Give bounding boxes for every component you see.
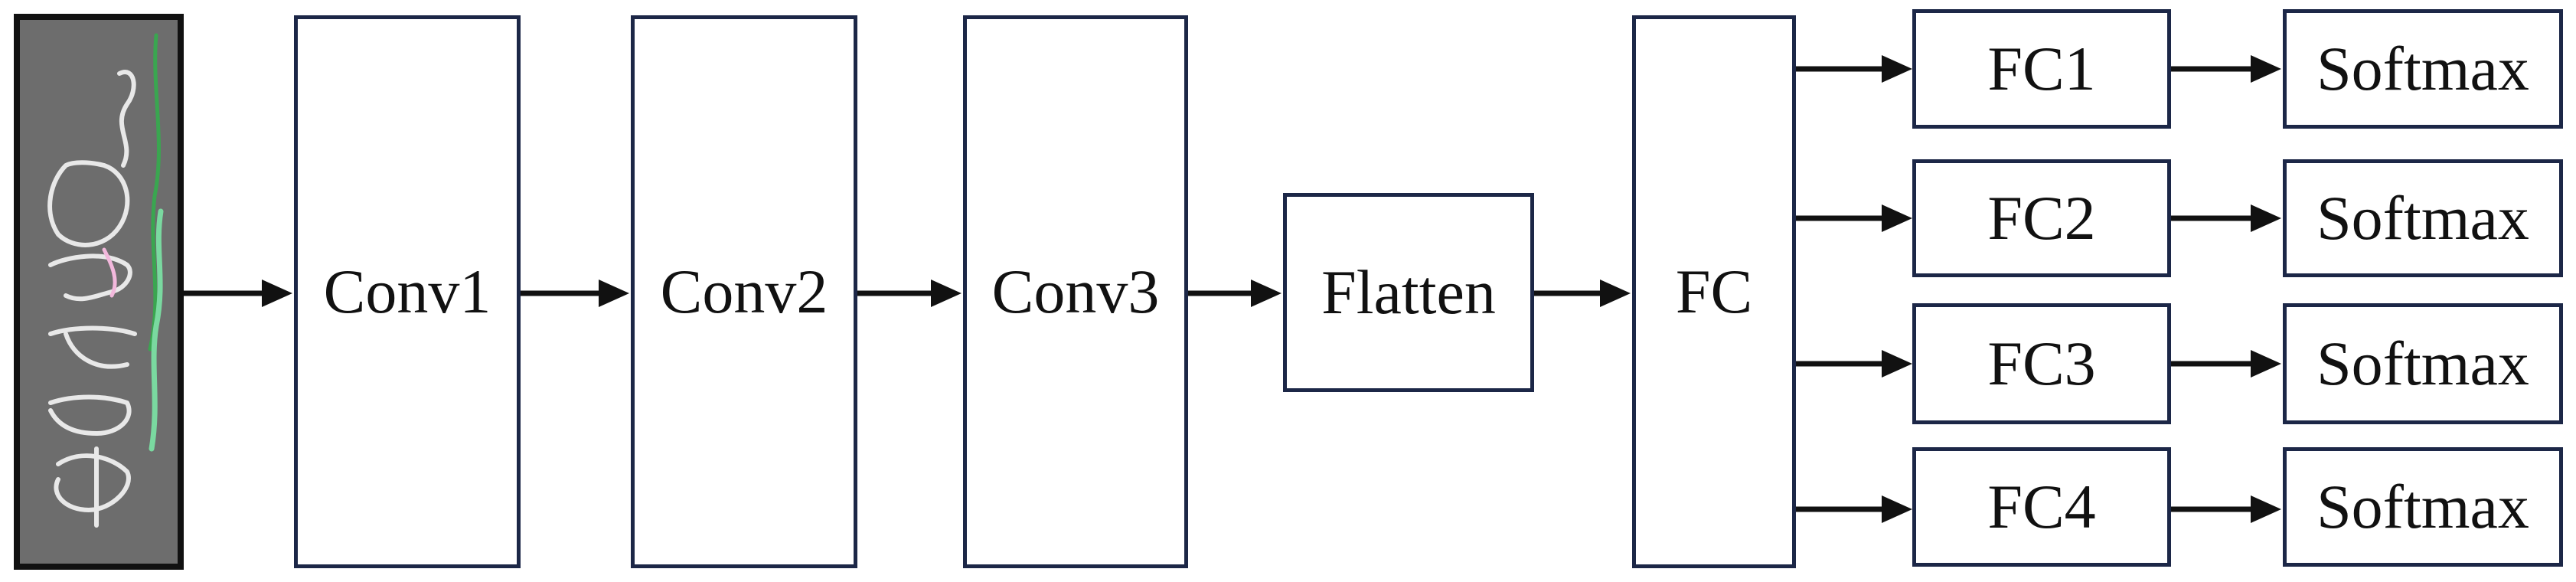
arrowhead-fc-fc2 <box>1882 204 1912 232</box>
fc2-label: FC2 <box>1987 183 2096 253</box>
softmax1-label: Softmax <box>2316 34 2529 103</box>
softmax1-block: Softmax <box>2283 9 2563 129</box>
softmax4-label: Softmax <box>2316 472 2529 541</box>
fc3-label: FC3 <box>1987 329 2096 398</box>
conv1-block: Conv1 <box>294 15 521 568</box>
softmax2-block: Softmax <box>2283 159 2563 277</box>
arrowhead-fc1-softmax <box>2251 55 2281 83</box>
softmax3-label: Softmax <box>2316 329 2529 398</box>
arrowhead-fc3-softmax <box>2251 350 2281 378</box>
arrowhead-fc-fc3 <box>1882 350 1912 378</box>
conv3-label: Conv3 <box>991 257 1160 326</box>
arrowhead-fc-fc1 <box>1882 55 1912 83</box>
fc-block: FC <box>1632 15 1796 568</box>
fc1-block: FC1 <box>1912 9 2171 129</box>
captcha-strokes <box>47 33 164 528</box>
arrowhead-fc-fc4 <box>1882 495 1912 523</box>
fc-label: FC <box>1675 257 1753 326</box>
fc2-block: FC2 <box>1912 159 2171 277</box>
fc4-block: FC4 <box>1912 447 2171 567</box>
fc4-label: FC4 <box>1987 472 2096 541</box>
softmax4-block: Softmax <box>2283 447 2563 567</box>
fc3-block: FC3 <box>1912 303 2171 424</box>
input-captcha-image <box>14 14 184 570</box>
flatten-label: Flatten <box>1321 257 1496 327</box>
fc1-label: FC1 <box>1987 34 2096 103</box>
conv1-label: Conv1 <box>323 257 491 326</box>
arrowhead-fc4-softmax <box>2251 495 2281 523</box>
arrowhead-conv2-conv3 <box>931 280 962 307</box>
conv2-label: Conv2 <box>660 257 828 326</box>
flatten-block: Flatten <box>1283 193 1534 392</box>
arrowhead-conv1-conv2 <box>599 280 629 307</box>
arrowhead-fc2-softmax <box>2251 204 2281 232</box>
softmax3-block: Softmax <box>2283 303 2563 424</box>
arrowhead-input-conv1 <box>262 280 292 307</box>
arrowhead-flatten-fc <box>1600 280 1631 307</box>
conv3-block: Conv3 <box>963 15 1188 568</box>
conv2-block: Conv2 <box>631 15 857 568</box>
softmax2-label: Softmax <box>2316 183 2529 253</box>
arrowhead-conv3-flatten <box>1251 280 1281 307</box>
